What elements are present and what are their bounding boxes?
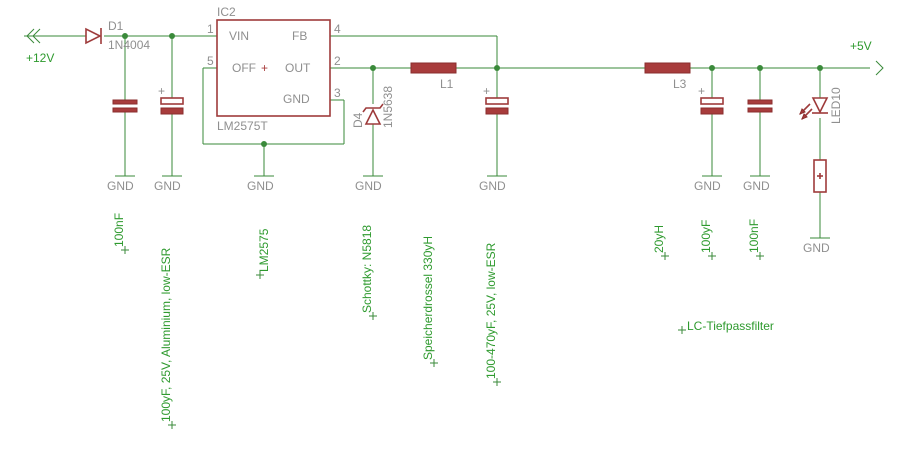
input-supply-arrow: +12V — [26, 28, 54, 65]
d1-name: D1 — [108, 19, 124, 33]
capacitor-c1: GND — [107, 99, 138, 193]
ic-gnd-label: GND — [247, 179, 274, 193]
component-notes: 100nF 100yF, 25V, Aluminium, low-ESR LM2… — [112, 213, 774, 429]
pin-number-4: 4 — [334, 22, 341, 36]
inductor-l1: L1 — [410, 62, 457, 91]
l3-name: L3 — [673, 77, 687, 91]
junctions — [122, 33, 823, 147]
note-c3: 100-470yF, 25V, low-ESR — [484, 242, 498, 379]
pin-number-3: 3 — [334, 86, 341, 100]
ic2-value: LM2575T — [217, 119, 268, 133]
capacitor-c2: + GND — [154, 84, 184, 193]
d4-value: 1N5638 — [381, 86, 395, 128]
note-c5: 100nF — [747, 219, 761, 253]
note-l1: Speicherdrossel 330yH — [421, 236, 435, 360]
c3-gnd-label: GND — [479, 179, 506, 193]
note-ic: LM2575 — [257, 228, 271, 272]
c2-gnd-label: GND — [154, 179, 181, 193]
pin-number-2: 2 — [334, 54, 341, 68]
svg-text:+: + — [698, 84, 705, 98]
pin-number-1: 1 — [207, 22, 214, 36]
pin-gnd: GND — [283, 92, 310, 106]
d4-gnd-label: GND — [355, 179, 382, 193]
input-supply-label: +12V — [26, 51, 54, 65]
note-c1: 100nF — [112, 213, 126, 247]
output-supply-label: +5V — [850, 39, 872, 53]
pin-vin: VIN — [229, 29, 249, 43]
svg-text:+: + — [483, 84, 490, 98]
c5-gnd-label: GND — [743, 179, 770, 193]
d4-name: D4 — [351, 112, 365, 128]
c4-gnd-label: GND — [694, 179, 721, 193]
c1-gnd-label: GND — [107, 179, 134, 193]
led-led10: LED10 — [799, 87, 843, 124]
capacitor-c5: GND — [743, 99, 773, 193]
capacitor-c4: + GND — [694, 84, 724, 193]
note-filter: LC-Tiefpassfilter — [687, 319, 774, 333]
pin-off: OFF — [232, 61, 256, 75]
resistor-led: GND — [803, 159, 830, 255]
pin-fb: FB — [292, 29, 307, 43]
wires — [24, 35, 870, 239]
diode-d1: D1 1N4004 — [85, 19, 150, 52]
ic2-name: IC2 — [217, 5, 236, 19]
diode-d4: D4 1N5638 GND — [351, 86, 395, 193]
capacitor-c3: + GND — [479, 84, 509, 193]
svg-text:+: + — [261, 61, 268, 75]
l1-name: L1 — [440, 77, 454, 91]
output-supply-arrow: +5V — [850, 39, 884, 76]
led-gnd-label: GND — [803, 241, 830, 255]
note-c4: 100yF — [699, 220, 713, 253]
d1-value: 1N4004 — [108, 38, 150, 52]
note-c2: 100yF, 25V, Aluminium, low-ESR — [159, 247, 173, 422]
pin-number-5: 5 — [207, 54, 214, 68]
note-d4: Schottky: N5818 — [360, 225, 374, 313]
note-l3: 20yH — [652, 225, 666, 253]
inductor-l3: L3 — [644, 62, 691, 91]
regulator-ic2: IC2 LM2575T VIN FB OFF + OUT GND 1 4 5 2… — [207, 5, 341, 193]
pin-out: OUT — [285, 61, 311, 75]
led-name: LED10 — [829, 87, 843, 124]
svg-text:+: + — [158, 84, 165, 98]
